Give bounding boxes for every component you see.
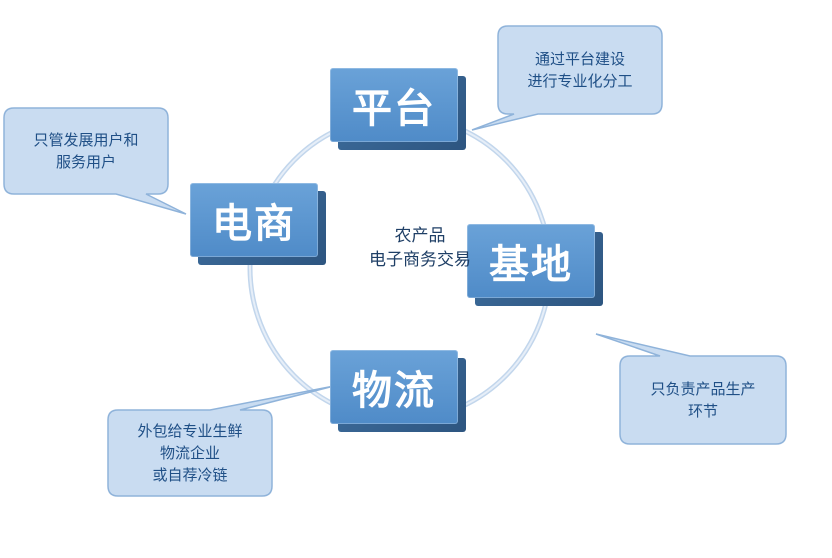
- callout-logistics-shape: [107, 385, 335, 497]
- node-platform: 平台: [330, 68, 466, 150]
- callout-logistics-line2: 物流企业: [159, 444, 220, 462]
- center-title-line2: 电子商务交易: [369, 250, 471, 270]
- callout-logistics-line1: 外包给专业生鲜: [137, 422, 243, 440]
- callout-ecommerce-line2: 服务用户: [55, 153, 116, 171]
- node-ecommerce: 电商: [190, 183, 326, 265]
- node-logistics: 物流: [330, 350, 466, 432]
- callout-ecommerce-text: 只管发展用户和 服务用户: [4, 108, 168, 194]
- node-logistics-label: 物流: [330, 350, 458, 424]
- callout-ecommerce-shape: [3, 107, 187, 215]
- callout-platform-shape: [471, 25, 663, 131]
- node-ecommerce-label: 电商: [190, 183, 318, 257]
- callout-logistics-line3: 或自荐冷链: [152, 466, 228, 484]
- callout-base-line2: 环节: [687, 402, 718, 420]
- callout-ecommerce-line1: 只管发展用户和: [33, 131, 139, 149]
- node-platform-label: 平台: [330, 68, 458, 142]
- callout-logistics-text: 外包给专业生鲜 物流企业 或自荐冷链: [108, 410, 272, 496]
- callout-platform-line1: 通过平台建设: [534, 50, 625, 68]
- node-base-label: 基地: [467, 224, 595, 298]
- center-title: 农产品 电子商务交易: [330, 224, 510, 272]
- callout-base-line1: 只负责产品生产: [650, 380, 756, 398]
- callout-base-shape: [595, 333, 787, 445]
- callout-platform-line2: 进行专业化分工: [527, 72, 633, 90]
- node-base: 基地: [467, 224, 603, 306]
- center-title-line1: 农产品: [394, 226, 446, 246]
- callout-base-text: 只负责产品生产 环节: [620, 356, 786, 444]
- callout-platform-text: 通过平台建设 进行专业化分工: [498, 26, 662, 114]
